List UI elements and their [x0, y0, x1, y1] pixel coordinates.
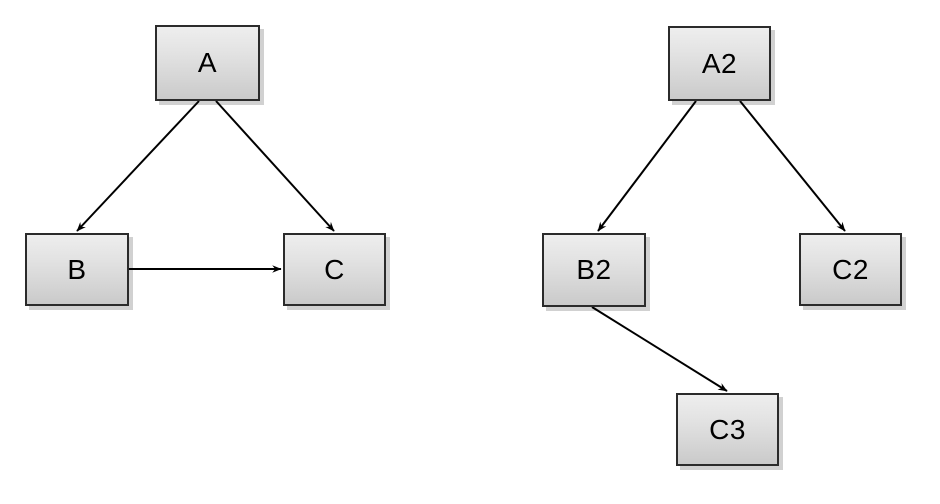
node-b[interactable]: B [25, 233, 129, 306]
node-c[interactable]: C [283, 233, 386, 306]
node-label-c3: C3 [709, 413, 746, 445]
node-label-a: A [197, 47, 218, 78]
node-a[interactable]: A [155, 25, 260, 101]
edge-a-to-b [76, 100, 200, 232]
edge-a-to-c [215, 100, 335, 232]
node-label-a2: A2 [701, 47, 738, 79]
edge-a2-to-b2 [597, 100, 697, 232]
edge-a2-to-c2 [739, 100, 846, 232]
edge-b2-to-c3 [591, 306, 728, 392]
node-label-c2: C2 [832, 253, 869, 285]
node-b2[interactable]: B2 [542, 233, 646, 307]
node-label-b: B [67, 253, 87, 285]
node-label-b2: B2 [576, 254, 612, 285]
node-c3[interactable]: C3 [676, 393, 779, 466]
node-c2[interactable]: C2 [799, 233, 902, 306]
node-a2[interactable]: A2 [668, 26, 771, 101]
node-label-c: C [324, 253, 345, 285]
edge-group [76, 100, 846, 392]
